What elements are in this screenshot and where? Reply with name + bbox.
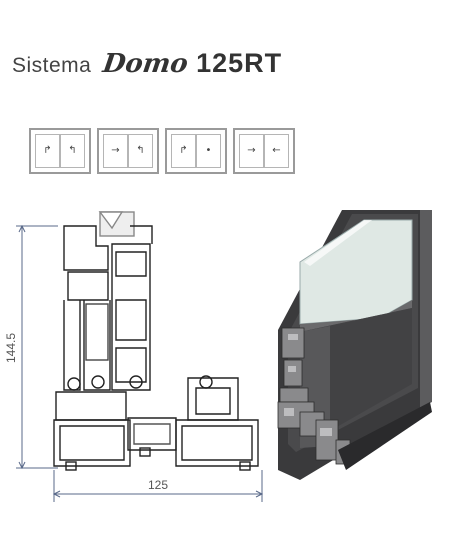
dot-icon: •: [205, 145, 212, 156]
arrow-icon: ↰: [136, 145, 145, 156]
opening-types: ↱ ↰ → ↰ ↱ • → ←: [29, 128, 299, 178]
sash-right: ←: [264, 134, 289, 168]
sash-left: →: [103, 134, 128, 168]
window-icon-3: ↱ •: [165, 128, 227, 174]
arrow-icon: ↱: [43, 145, 52, 156]
window-icon-4: → ←: [233, 128, 295, 174]
window-icon-1: ↱ ↰: [29, 128, 91, 174]
height-value: 144.5: [4, 333, 18, 363]
title-prefix: Sistema: [12, 54, 92, 77]
width-value: 125: [148, 478, 168, 492]
sash-left: ↱: [35, 134, 60, 168]
arrow-icon: →: [247, 145, 256, 156]
sash-right: •: [196, 134, 221, 168]
sash-left: ↱: [171, 134, 196, 168]
profile-drawing: 144.5 125: [4, 210, 432, 502]
height-dimension: [16, 224, 58, 470]
profile-corner-render: [277, 210, 432, 480]
cross-section-drawing: [53, 211, 259, 471]
title-model: 125RT: [196, 48, 283, 78]
arrow-icon: ←: [272, 145, 281, 156]
arrow-icon: ↰: [68, 145, 77, 156]
width-dimension: [52, 470, 264, 502]
arrow-icon: ↱: [179, 145, 188, 156]
window-icon-2: → ↰: [97, 128, 159, 174]
sash-right: ↰: [60, 134, 85, 168]
arrow-icon: →: [111, 145, 120, 156]
sash-right: ↰: [128, 134, 153, 168]
product-title: Sistema Domo 125RT: [12, 48, 282, 88]
title-series: Domo: [101, 49, 191, 79]
sash-left: →: [239, 134, 264, 168]
